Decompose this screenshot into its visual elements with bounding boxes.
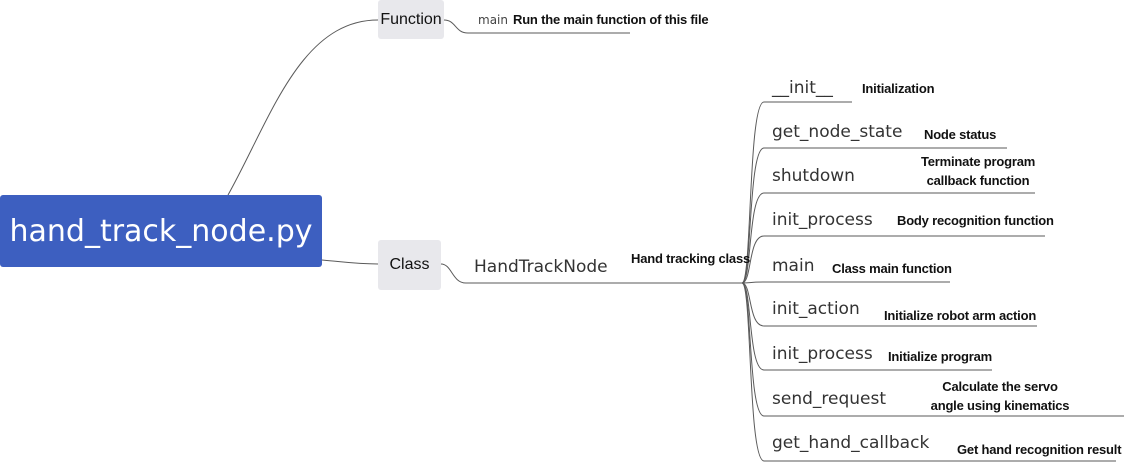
method-desc-line: Terminate program [921, 154, 1036, 169]
method-desc: Initialization [862, 81, 935, 96]
method-desc-line: Calculate the servo [942, 379, 1058, 394]
connector-method-2 [741, 192, 1035, 284]
function-category: Function [378, 0, 444, 39]
class-category-label: Class [389, 256, 430, 273]
class-category: Class [378, 240, 441, 290]
function-category-label: Function [380, 10, 442, 28]
method-desc-line: callback function [926, 173, 1030, 188]
method-desc: Get hand recognition result [957, 442, 1122, 457]
connector-method-8 [741, 282, 1116, 462]
connector-method-4 [741, 281, 950, 284]
method-name: main [772, 256, 815, 276]
class-desc: Hand tracking class [631, 251, 751, 266]
class-name: HandTrackNode [474, 257, 608, 277]
method-name: init_action [772, 299, 860, 319]
connector-function-main [443, 19, 630, 34]
connector-root-function [227, 19, 379, 196]
method-desc: Calculate the servo angle using kinemati… [925, 377, 1075, 415]
method-name: __init__ [772, 78, 833, 98]
method-desc: Body recognition function [897, 213, 1054, 228]
connector-method-1 [741, 147, 1007, 284]
function-item-desc: Run the main function of this file [513, 12, 709, 27]
method-name: get_node_state [772, 122, 903, 142]
root-node: hand_track_node.py [0, 195, 322, 267]
method-desc: Class main function [832, 261, 952, 276]
method-desc: Node status [924, 127, 997, 142]
method-name: shutdown [772, 166, 855, 186]
root-label: hand_track_node.py [9, 213, 313, 249]
method-name: init_process [772, 210, 873, 230]
method-name: send_request [772, 389, 887, 409]
method-desc: Initialize program [888, 349, 993, 364]
method-name: init_process [772, 344, 873, 364]
method-desc: Initialize robot arm action [884, 308, 1037, 323]
method-desc-line: angle using kinematics [930, 398, 1070, 413]
connector-root-class [321, 259, 379, 265]
connector-class-handtracknode [440, 263, 742, 284]
function-item-name: main [478, 13, 508, 27]
connector-method-3 [741, 235, 1045, 284]
method-desc: Terminate program callback function [921, 152, 1035, 190]
connector-method-5 [741, 282, 1037, 327]
method-name: get_hand_callback [772, 433, 930, 453]
